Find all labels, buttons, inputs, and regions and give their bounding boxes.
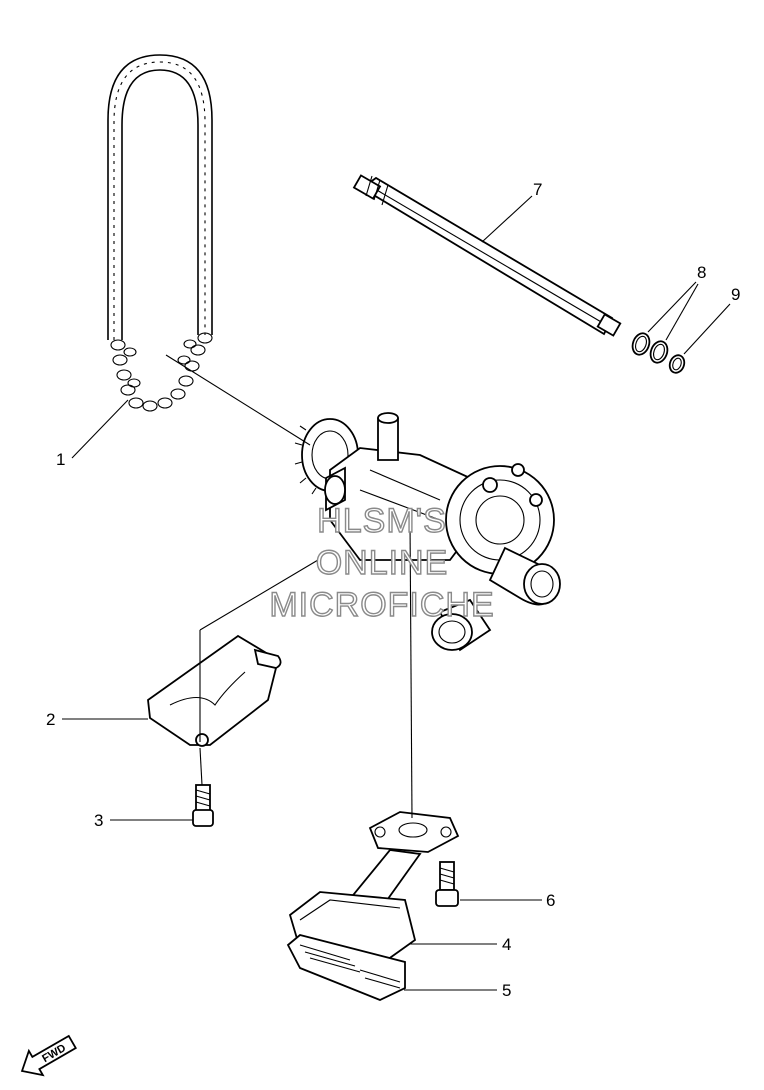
callout-2: 2 bbox=[46, 710, 55, 729]
bolt-6[interactable] bbox=[435, 861, 459, 907]
callout-3: 3 bbox=[94, 811, 103, 830]
assembly-lines bbox=[165, 354, 413, 819]
callout-8: 8 bbox=[697, 263, 706, 282]
forward-arrow-icon bbox=[20, 1034, 77, 1077]
o-rings[interactable] bbox=[630, 331, 671, 365]
leader-lines bbox=[62, 195, 731, 991]
shaft[interactable] bbox=[352, 174, 622, 337]
chain-guide-cover[interactable] bbox=[147, 634, 282, 747]
callout-4: 4 bbox=[502, 935, 511, 954]
fwd-direction-badge: FWD bbox=[20, 1034, 77, 1077]
callout-9: 9 bbox=[731, 285, 740, 304]
callout-5: 5 bbox=[502, 981, 511, 1000]
drive-chain[interactable] bbox=[107, 54, 213, 412]
callout-1: 1 bbox=[56, 450, 65, 469]
watermark: HLSM'S ONLINE MICROFICHE bbox=[269, 501, 495, 624]
strainer-screen[interactable] bbox=[286, 934, 406, 1001]
small-o-ring[interactable] bbox=[667, 353, 686, 375]
watermark-line-2: ONLINE bbox=[316, 544, 449, 582]
watermark-line-1: HLSM'S bbox=[317, 502, 447, 540]
watermark-line-3: MICROFICHE bbox=[269, 586, 494, 624]
bolt-3[interactable] bbox=[192, 784, 214, 827]
callout-7: 7 bbox=[533, 180, 542, 199]
callout-labels: 1 2 3 4 5 6 7 8 9 bbox=[46, 180, 740, 1000]
callout-6: 6 bbox=[546, 891, 555, 910]
oil-pump-assembly[interactable] bbox=[294, 412, 561, 652]
fwd-label: FWD bbox=[40, 1042, 68, 1065]
